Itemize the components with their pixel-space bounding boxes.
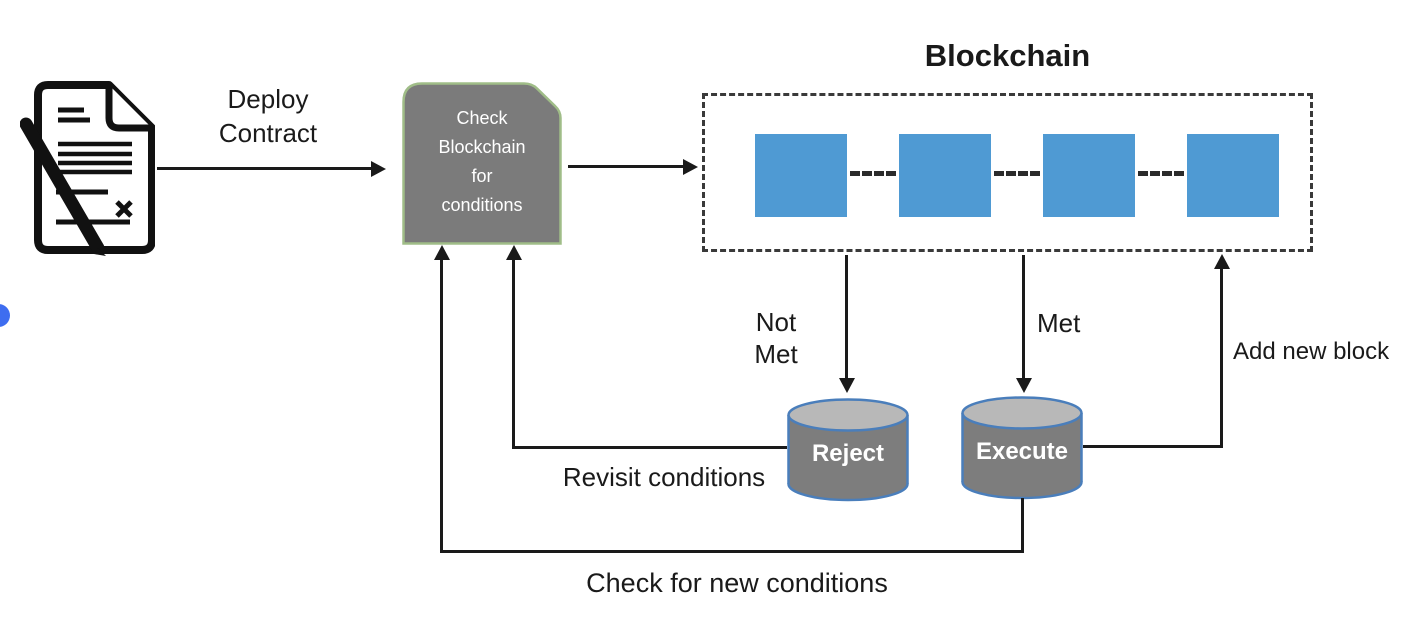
blockchain-dashed-box: [702, 93, 1313, 252]
revisit-line-vertical: [512, 258, 515, 449]
check-for-new-conditions-label: Check for new conditions: [586, 568, 888, 598]
block-link-dash-1: [850, 171, 896, 176]
blockchain-block-1: [755, 134, 847, 217]
not-met-line1: Not: [755, 307, 797, 337]
new-conditions-line-vertical: [440, 258, 443, 553]
check-node-shape: [402, 82, 562, 245]
deploy-arrow-line: [157, 167, 373, 170]
blockchain-block-4: [1187, 134, 1279, 217]
met-label: Met: [1037, 308, 1081, 338]
blockchain-block-2: [899, 134, 991, 217]
execute-to-add-line: [1083, 445, 1223, 448]
check-node-line2: Blockchain: [438, 137, 526, 157]
check-node-line1: Check: [456, 108, 508, 128]
check-node-line4: conditions: [441, 195, 523, 215]
met-arrow-line: [1022, 255, 1025, 379]
check-to-blockchain-head: [683, 158, 698, 175]
check-node-label: Check Blockchain for conditions: [402, 104, 562, 220]
execute-down-line: [1021, 498, 1024, 553]
block-link-dash-2: [994, 171, 1040, 176]
blockchain-block-3: [1043, 134, 1135, 217]
revisit-conditions-label: Revisit conditions: [562, 462, 766, 492]
reject-cylinder-shape: [787, 398, 909, 502]
deploy-arrow-head: [371, 160, 386, 177]
add-new-block-head: [1213, 254, 1230, 269]
deploy-line2: Contract: [218, 118, 318, 148]
check-node-line3: for: [471, 166, 493, 186]
not-met-arrow-line: [845, 255, 848, 379]
left-edge-accent-circle: [0, 304, 10, 327]
revisit-arrow-head: [505, 245, 522, 260]
reject-label: Reject: [811, 440, 885, 467]
deploy-contract-label: Deploy Contract: [168, 82, 368, 150]
not-met-line2: Met: [754, 339, 798, 369]
deploy-line1: Deploy: [227, 84, 309, 114]
add-new-block-label: Add new block: [1233, 338, 1390, 365]
add-new-block-line: [1220, 267, 1223, 448]
signed-contract-icon: [20, 81, 155, 256]
met-arrow-head: [1015, 378, 1032, 393]
reject-node: Reject: [787, 398, 909, 502]
execute-cylinder-shape: [961, 396, 1083, 500]
blockchain-title: Blockchain: [924, 38, 1091, 73]
not-met-arrow-head: [838, 378, 855, 393]
block-link-dash-3: [1138, 171, 1184, 176]
revisit-line-horizontal: [513, 446, 787, 449]
execute-label: Execute: [975, 438, 1069, 465]
not-met-label: Not Met: [745, 306, 807, 370]
new-conditions-arrow-head: [433, 245, 450, 260]
new-conditions-line-horizontal: [440, 550, 1024, 553]
execute-node: Execute: [961, 396, 1083, 500]
check-to-blockchain-line: [568, 165, 685, 168]
check-blockchain-node: Check Blockchain for conditions: [402, 82, 562, 245]
